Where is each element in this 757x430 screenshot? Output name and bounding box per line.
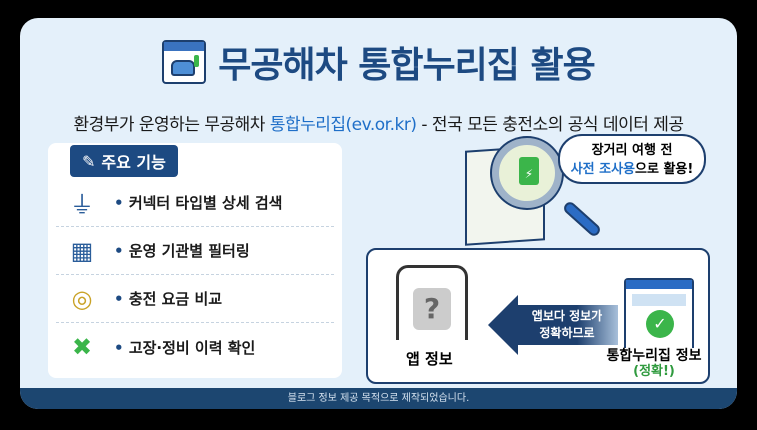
infographic-card: 무공해차 통합누리집 활용 환경부가 운영하는 무공해차 통합누리집(ev.or… [20, 18, 737, 409]
page-title: 무공해차 통합누리집 활용 [218, 45, 595, 86]
features-badge: ✎ 주요 기능 [70, 145, 178, 177]
coins-chart-icon: ◎ [71, 284, 93, 313]
feature-item: ◎ 충전 요금 비교 [56, 275, 334, 323]
question-icon: ? [413, 288, 451, 330]
footer: 블로그 정보 제공 목적으로 제작되었습니다. [20, 388, 737, 409]
features-panel: ✎ 주요 기능 ⏚ 커넥터 타입별 상세 검색 ▦ 운영 기관별 필터링 ◎ 충전 요금… [48, 143, 342, 378]
app-label: 앱 정보 [406, 350, 453, 368]
feature-label: 충전 요금 비교 [114, 288, 222, 309]
features-badge-label: 주요 기능 [101, 153, 166, 172]
magnifier-icon: ⚡ [492, 138, 562, 208]
feature-label: 운영 기관별 필터링 [114, 240, 250, 261]
arrow-text-1: 앱보다 정보가 [531, 309, 603, 323]
speech-bubble: 장거리 여행 전 사전 조사용으로 활용! [558, 134, 706, 184]
feature-item: ▦ 운영 기관별 필터링 [56, 227, 334, 275]
feature-label: 고장·정비 이력 확인 [114, 337, 256, 358]
feature-item: ✖ 고장·정비 이력 확인 [56, 323, 334, 371]
web-accurate-note: (정확!) [633, 364, 675, 379]
wrench-icon: ✖ [71, 333, 93, 361]
bubble-line2: 사전 조사용으로 활용! [560, 160, 704, 179]
subtitle-text: 환경부가 운영하는 무공해차 [73, 115, 270, 135]
arrow-text-2: 정확하므로 [539, 326, 595, 340]
subtitle-text-end: - 전국 모든 충전소의 공식 데이터 제공 [416, 115, 684, 135]
phone-icon: ? [396, 265, 468, 340]
feature-label: 커넥터 타입별 상세 검색 [114, 192, 283, 213]
building-icon: ▦ [70, 236, 94, 265]
bubble-highlight: 사전 조사용 [570, 162, 636, 177]
browser-window-icon: ✓ [624, 278, 694, 348]
subtitle-link: 통합누리집(ev.or.kr) [269, 115, 417, 135]
magnifier-handle [561, 199, 603, 239]
feature-item: ⏚ 커넥터 타입별 상세 검색 [56, 179, 334, 227]
bubble-rest: 으로 활용! [635, 162, 694, 177]
title-row: 무공해차 통합누리집 활용 [20, 36, 737, 88]
ev-car-browser-icon [162, 40, 207, 84]
web-label-text: 통합누리집 정보 [606, 348, 702, 364]
charging-station-icon: ⚡ [519, 157, 539, 185]
bubble-line1: 장거리 여행 전 [591, 143, 673, 158]
check-icon: ✓ [646, 310, 674, 338]
web-label: 통합누리집 정보(정확!) [598, 348, 710, 380]
subtitle: 환경부가 운영하는 무공해차 통합누리집(ev.or.kr) - 전국 모든 충… [20, 110, 737, 135]
plug-icon: ⏚ [70, 191, 94, 219]
memo-icon: ✎ [82, 151, 96, 171]
